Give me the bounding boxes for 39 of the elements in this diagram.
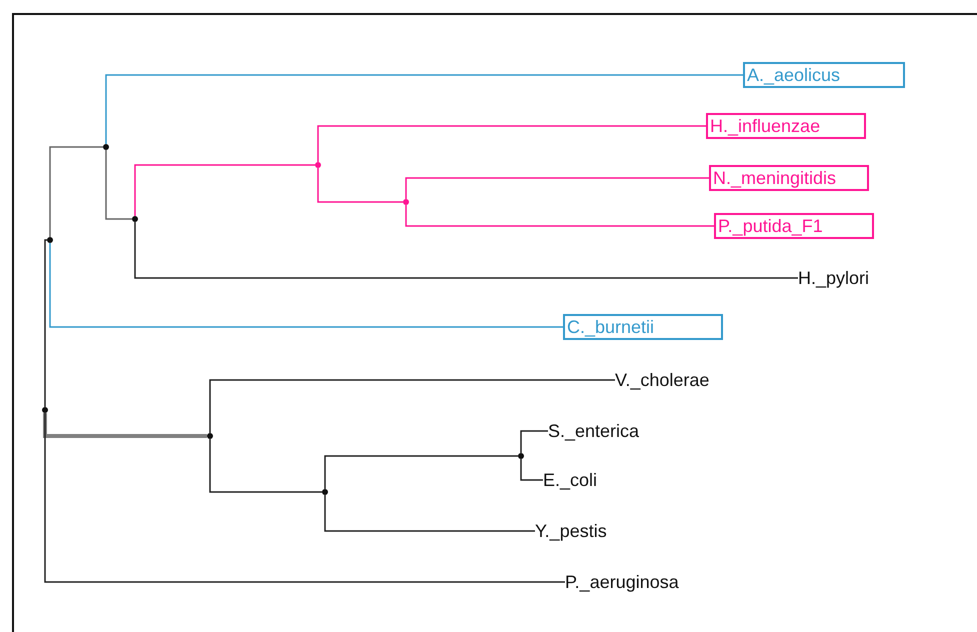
branch-node bbox=[207, 433, 213, 439]
tree-branch bbox=[405, 177, 709, 199]
species-label: H._influenzae bbox=[706, 113, 866, 139]
tree-branch bbox=[324, 455, 518, 489]
species-name: E._coli bbox=[543, 469, 598, 491]
tree-branch bbox=[405, 205, 714, 227]
tree-branch bbox=[317, 125, 706, 162]
tree-branch bbox=[44, 239, 47, 407]
species-label: C._burnetii bbox=[563, 314, 723, 340]
tree-branch bbox=[105, 74, 743, 144]
species-label: A._aeolicus bbox=[743, 62, 905, 88]
tree-branch bbox=[324, 495, 535, 532]
tree-branch bbox=[209, 379, 615, 433]
branch-node bbox=[518, 453, 524, 459]
tree-branch bbox=[43, 413, 207, 438]
species-name: S._enterica bbox=[548, 420, 640, 442]
branch-node bbox=[42, 407, 48, 413]
tree-branch bbox=[134, 164, 315, 216]
tree-branch bbox=[105, 150, 132, 220]
tree-branch bbox=[520, 430, 548, 453]
branch-node bbox=[315, 162, 321, 168]
tree-branch bbox=[49, 243, 563, 328]
species-label: N._meningitidis bbox=[709, 165, 869, 191]
tree-branch bbox=[317, 168, 403, 203]
branch-node bbox=[322, 489, 328, 495]
species-label: P._putida_F1 bbox=[714, 213, 874, 239]
species-name: Y._pestis bbox=[535, 520, 607, 542]
tree-branch bbox=[49, 146, 103, 237]
branch-node bbox=[47, 237, 53, 243]
tree-branch bbox=[44, 413, 565, 583]
branch-node bbox=[103, 144, 109, 150]
species-name: H._pylori bbox=[798, 267, 870, 289]
branch-node bbox=[132, 216, 138, 222]
species-name: P._aeruginosa bbox=[565, 571, 679, 593]
branch-node bbox=[403, 199, 409, 205]
tree-branch bbox=[209, 439, 322, 493]
species-name: V._cholerae bbox=[615, 369, 710, 391]
tree-branch bbox=[520, 459, 543, 481]
tree-branch bbox=[134, 222, 798, 279]
